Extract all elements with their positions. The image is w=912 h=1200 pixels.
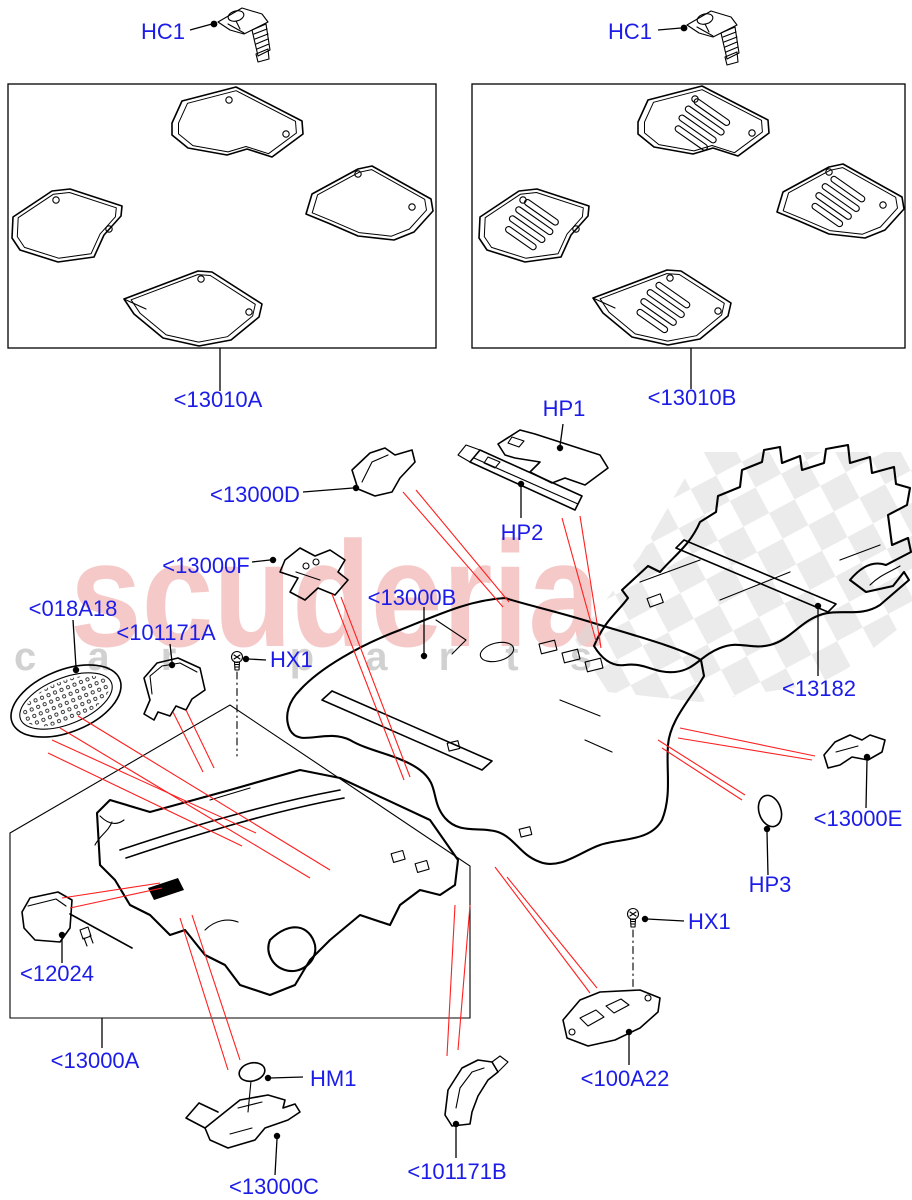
fastener-label-hp2[interactable]: HP2 — [501, 520, 544, 545]
heat-shield-hp1 — [497, 429, 609, 486]
fastener-label-hc1-right[interactable]: HC1 — [608, 19, 652, 44]
carpet-front-13000a — [94, 768, 460, 997]
insulator-part-13000d — [351, 447, 416, 497]
bracket-part-13000e — [823, 734, 886, 769]
fastener-label-hp1[interactable]: HP1 — [543, 396, 586, 421]
part-label-13000d[interactable]: <13000D — [210, 482, 300, 507]
bracket-part-101171a — [143, 657, 206, 721]
fastener-label-hp3[interactable]: HP3 — [749, 872, 792, 897]
part-label-101171b[interactable]: <101171B — [407, 1159, 506, 1184]
mat-rear-right — [305, 165, 434, 241]
mat-rear-left — [123, 270, 263, 347]
mat-front-left — [11, 188, 123, 263]
part-label-13000e[interactable]: <13000E — [814, 806, 903, 831]
mat-front-right-ribbed — [637, 85, 770, 157]
part-label-13010b[interactable]: <13010B — [648, 385, 737, 410]
fastener-label-hc1-left[interactable]: HC1 — [141, 19, 185, 44]
footrest-part-12024 — [21, 891, 133, 949]
floor-mat-set-b — [478, 85, 905, 346]
grommet-icon-hp3 — [757, 794, 783, 828]
fastener-label-hx1-a[interactable]: HX1 — [270, 647, 313, 672]
mat-front-right — [171, 86, 304, 158]
mat-rear-right-ribbed — [776, 163, 905, 239]
watermark-checker-flag — [575, 452, 912, 702]
fastener-label-hx1-b[interactable]: HX1 — [688, 909, 731, 934]
carpet-main-13000b — [286, 596, 706, 865]
part-label-13182[interactable]: <13182 — [782, 676, 856, 701]
part-label-12024[interactable]: <12024 — [20, 961, 94, 986]
part-label-100a22[interactable]: <100A22 — [581, 1066, 670, 1091]
bracket-part-101171b — [444, 1055, 509, 1127]
bracket-part-13000c — [185, 1094, 301, 1149]
part-label-13000c[interactable]: <13000C — [229, 1174, 319, 1199]
part-label-13000a[interactable]: <13000A — [51, 1048, 140, 1073]
part-label-13000b[interactable]: <13000B — [368, 585, 457, 610]
screw-icon-hx1-b — [626, 907, 640, 928]
grille-part-018a18 — [10, 664, 122, 738]
clip-icon-hm1 — [238, 1061, 266, 1083]
carpet-rear-13182 — [592, 443, 912, 674]
part-label-018a18[interactable]: <018A18 — [29, 596, 118, 621]
heat-shield-hp2 — [457, 444, 583, 511]
kit-box-b — [471, 83, 906, 349]
part-label-101171a[interactable]: <101171A — [116, 620, 216, 645]
mat-clip-icon-right — [686, 10, 740, 66]
insulator-part-13000f — [279, 547, 349, 601]
floor-mat-set-a — [11, 86, 434, 347]
mat-rear-left-ribbed — [592, 269, 732, 346]
part-label-13010a[interactable]: <13010A — [174, 387, 263, 412]
bracket-part-100a22 — [562, 989, 661, 1047]
part-label-13000f[interactable]: <13000F — [162, 553, 249, 578]
kit-box-a — [7, 83, 437, 349]
fastener-label-hm1[interactable]: HM1 — [310, 1066, 356, 1091]
mat-clip-icon-left — [217, 7, 271, 63]
mat-front-left-ribbed — [478, 188, 590, 263]
red-locator-lines — [47, 489, 816, 1071]
